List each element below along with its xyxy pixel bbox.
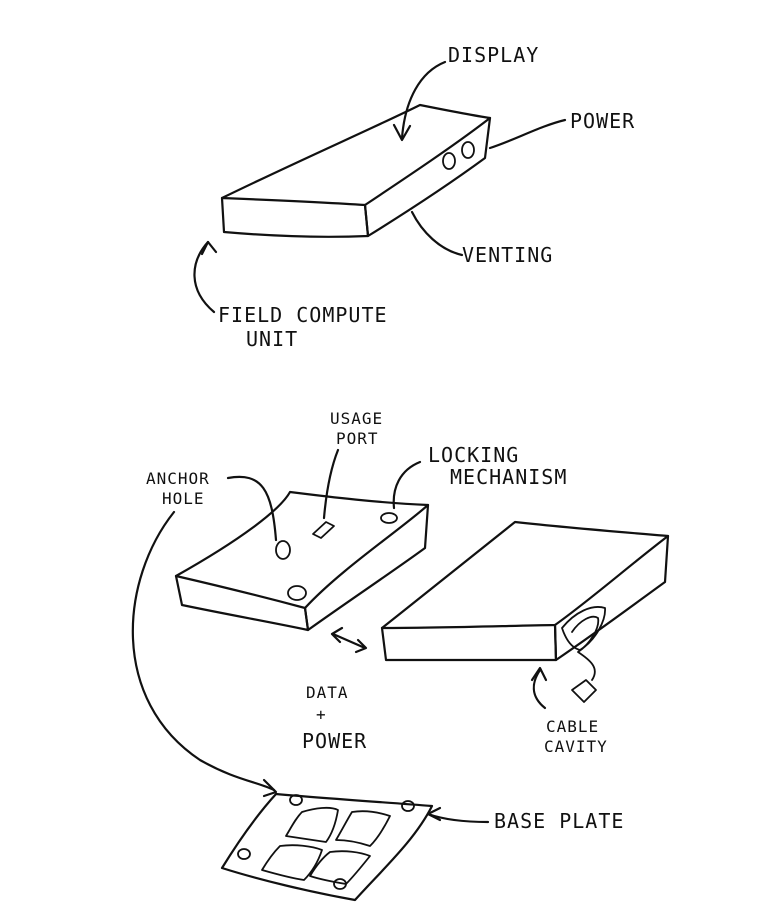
venting-label: VENTING [462,243,553,267]
plug-shape [571,679,597,703]
data-power-label: DATA [306,683,349,702]
venting-leader [410,210,464,257]
power-button-shape [442,152,456,170]
plate-hole-shape [333,878,347,890]
locking-label: LOCKING [428,443,519,467]
cable-cavity-label-cavity: CAVITY [544,737,608,756]
cable-cavity-leader [532,668,547,710]
power-label: POWER [570,109,635,133]
locking-leader [392,460,422,510]
plate-panel-shape [261,844,323,881]
plate-panel-shape [335,810,391,847]
anchor-label: ANCHOR [146,469,210,488]
locking-label-mechanism: MECHANISM [450,465,567,489]
anchor-hole-shape [287,585,307,601]
display-leader [400,60,447,140]
data-power-label-plus: + [316,705,327,724]
field-compute-leader [193,240,216,314]
usage-port-label: USAGE [330,409,383,428]
usage-port-shape [312,521,335,539]
data-power-arrow [331,632,367,650]
field-compute-unit-drawing [220,103,492,238]
anchor-hole-shape [275,540,291,560]
plate-hole-shape [401,800,415,812]
cable-cavity-label: CABLE [546,717,599,736]
locking-hole-shape [380,512,398,524]
anchor-label-hole: HOLE [162,489,205,508]
anchor-leader-plate [131,510,276,792]
cable-cavity-shape [561,606,606,651]
usage-port-leader [322,448,340,520]
plate-hole-shape [289,794,303,806]
display-label: DISPLAY [448,43,539,67]
base-plate-label: BASE PLATE [494,809,624,833]
dock-drawing [174,490,430,632]
base-plate-drawing [220,792,434,902]
field-compute-label: FIELD COMPUTE [218,303,388,327]
power-button-shape [461,141,475,159]
plate-hole-shape [237,848,251,860]
power-leader [488,118,567,150]
cable-shape [571,615,600,681]
docked-unit-drawing [380,520,670,703]
plate-panel-shape [285,806,339,843]
data-power-label-power: POWER [302,729,367,753]
field-compute-label-unit: UNIT [246,327,298,351]
usage-port-label-port: PORT [336,429,379,448]
anchor-leader-dock [226,475,278,542]
